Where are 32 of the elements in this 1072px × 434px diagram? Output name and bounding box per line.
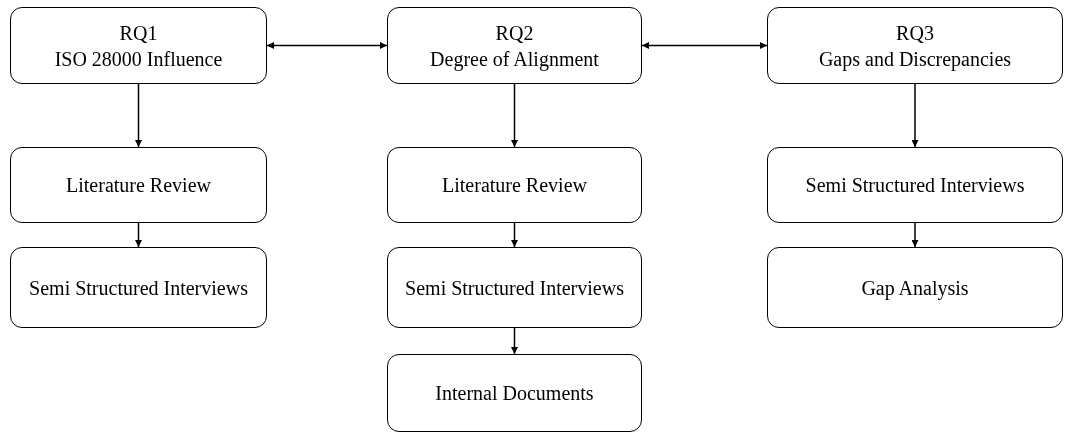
process-box (767, 147, 1063, 223)
box-text: RQ2 (495, 20, 534, 46)
process-box (10, 247, 267, 328)
box-text: Internal Documents (435, 381, 594, 406)
process-box (387, 247, 642, 328)
box-text: Literature Review (442, 173, 587, 198)
process-box (767, 247, 1063, 328)
process-box (387, 7, 642, 84)
process-box (387, 354, 642, 432)
arrow (511, 327, 518, 355)
arrow (911, 83, 919, 148)
process-box (387, 147, 642, 223)
box-text: ISO 28000 Influence (54, 46, 223, 72)
box-text: Literature Review (66, 173, 211, 198)
box-text: Gaps and Discrepancies (818, 46, 1012, 72)
box-text: Semi Structured Interviews (29, 275, 248, 301)
box-text: RQ1 (119, 20, 158, 46)
box-text: Degree of Alignment (430, 46, 599, 72)
box-text: Gap Analysis (861, 275, 969, 301)
arrow (266, 42, 388, 49)
arrow (511, 222, 518, 248)
box-text: Semi Structured Interviews (405, 275, 624, 301)
process-box (10, 7, 267, 84)
arrow (641, 42, 768, 49)
process-box (10, 147, 267, 223)
process-box (767, 7, 1063, 84)
arrow (511, 83, 518, 148)
box-text: RQ3 (896, 20, 934, 46)
arrow (135, 83, 142, 148)
box-text: Semi Structured Interviews (805, 173, 1025, 198)
arrow (911, 222, 919, 248)
arrow (135, 222, 142, 248)
